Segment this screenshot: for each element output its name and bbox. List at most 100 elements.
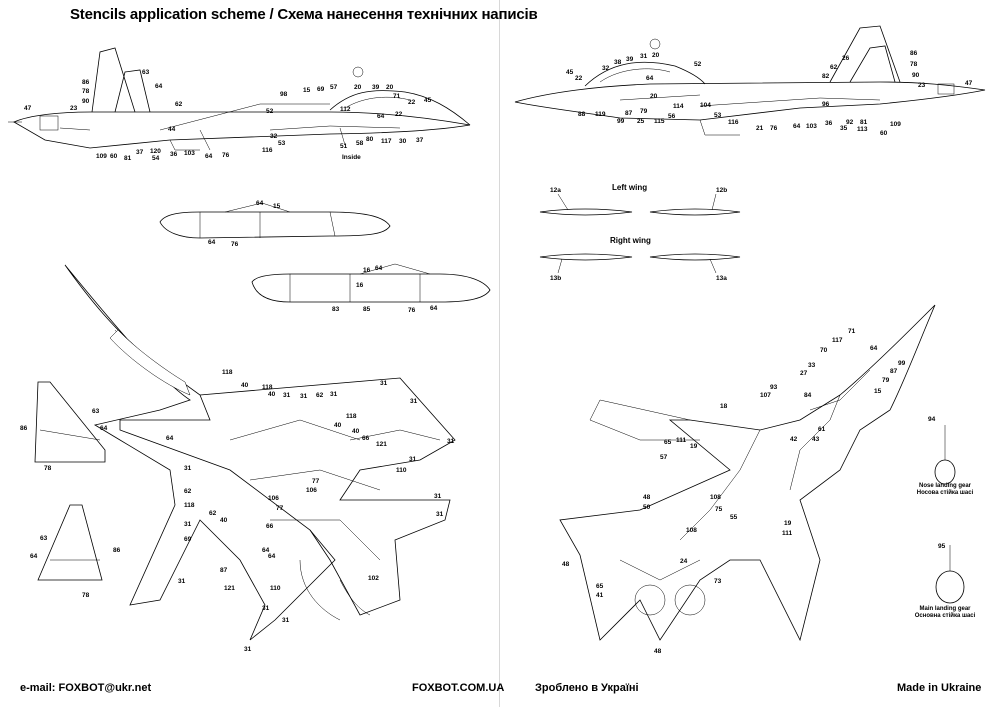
callout: 65 bbox=[664, 439, 672, 446]
callout: 42 bbox=[790, 436, 798, 443]
callout: 96 bbox=[822, 101, 830, 108]
callout: 82 bbox=[822, 73, 830, 80]
callout: 81 bbox=[124, 155, 132, 162]
callout: 83 bbox=[332, 306, 340, 313]
callout: 73 bbox=[714, 578, 722, 585]
callout: 31 bbox=[184, 521, 192, 528]
callout: 23 bbox=[70, 105, 78, 112]
callout: 52 bbox=[694, 61, 702, 68]
callout: 31 bbox=[410, 398, 418, 405]
callout: 57 bbox=[330, 84, 338, 91]
callout: 20 bbox=[650, 93, 658, 100]
callout: 50 bbox=[643, 504, 651, 511]
callout: 64 bbox=[166, 435, 174, 442]
callout: 58 bbox=[356, 140, 364, 147]
callout: 64 bbox=[155, 83, 163, 90]
callout: 78 bbox=[82, 88, 90, 95]
callout: 24 bbox=[680, 558, 688, 565]
callout: 64 bbox=[646, 75, 654, 82]
callout: 57 bbox=[660, 454, 668, 461]
callout: 113 bbox=[857, 126, 868, 133]
callout: 80 bbox=[366, 136, 374, 143]
bottom-view-planform bbox=[559, 304, 936, 642]
callout: 104 bbox=[700, 102, 711, 109]
callout: 60 bbox=[880, 130, 888, 137]
callout: 43 bbox=[812, 436, 820, 443]
callout: 87 bbox=[220, 567, 228, 574]
callout: 52 bbox=[266, 108, 274, 115]
callout: 69 bbox=[184, 536, 192, 543]
callout: 107 bbox=[760, 392, 771, 399]
callout: 31 bbox=[262, 605, 270, 612]
callout: 32 bbox=[602, 65, 610, 72]
callout: 13a bbox=[716, 275, 727, 282]
callout: 15 bbox=[273, 203, 281, 210]
callout: 64 bbox=[268, 553, 276, 560]
callout: 30 bbox=[399, 138, 407, 145]
callout: 110 bbox=[270, 585, 281, 592]
callout: 62 bbox=[830, 64, 838, 71]
footer-made-ukr: Зроблено в Україні bbox=[535, 682, 639, 694]
callout: 86 bbox=[910, 50, 918, 57]
callout: 90 bbox=[82, 98, 90, 105]
callouts-top-view: 118 40 118 40 31 31 62 31 31 118 40 40 6… bbox=[166, 369, 455, 653]
callout: 56 bbox=[668, 113, 676, 120]
callout: 65 bbox=[596, 583, 604, 590]
callout: 118 bbox=[184, 502, 195, 509]
callout: 35 bbox=[840, 125, 848, 132]
callout: 90 bbox=[912, 72, 920, 79]
callout: 86 bbox=[113, 547, 121, 554]
callout: 64 bbox=[256, 200, 264, 207]
callout: 20 bbox=[386, 84, 394, 91]
callout: 27 bbox=[800, 370, 808, 377]
callout: 45 bbox=[566, 69, 574, 76]
callout: 79 bbox=[882, 377, 890, 384]
callout: 118 bbox=[346, 413, 357, 420]
footer-made-en: Made in Ukraine bbox=[897, 682, 982, 694]
wing-profiles bbox=[539, 193, 741, 274]
callout: 41 bbox=[596, 592, 604, 599]
callout: 54 bbox=[152, 155, 160, 162]
callout: 109 bbox=[96, 153, 107, 160]
callout: 118 bbox=[222, 369, 233, 376]
callout: 40 bbox=[352, 428, 360, 435]
callout: 48 bbox=[643, 494, 651, 501]
callout: 95 bbox=[938, 543, 946, 550]
side-profile-right bbox=[514, 25, 986, 136]
page-title: Stencils application scheme / Схема нане… bbox=[70, 6, 538, 23]
callout: 31 bbox=[409, 456, 417, 463]
callout: 62 bbox=[316, 392, 324, 399]
callout: 64 bbox=[100, 425, 108, 432]
callout: 110 bbox=[396, 467, 407, 474]
callout: 98 bbox=[280, 91, 288, 98]
callout: 62 bbox=[184, 488, 192, 495]
main-gear-label-en: Main landing gear bbox=[919, 606, 971, 612]
callout: 84 bbox=[804, 392, 812, 399]
callout: 47 bbox=[965, 80, 973, 87]
callout: 76 bbox=[408, 307, 416, 314]
callout: 19 bbox=[690, 443, 698, 450]
callout: 61 bbox=[818, 426, 826, 433]
callout: 115 bbox=[654, 118, 665, 125]
callout: 88 bbox=[578, 111, 586, 118]
callout: 21 bbox=[756, 125, 764, 132]
callout: 31 bbox=[300, 393, 308, 400]
callout: 48 bbox=[654, 648, 662, 655]
callout: 119 bbox=[595, 111, 606, 118]
inside-label: Inside bbox=[342, 154, 361, 161]
callout: 71 bbox=[393, 93, 401, 100]
callout: 31 bbox=[380, 380, 388, 387]
callouts-left-side: 63 64 86 78 90 47 23 62 44 98 15 69 57 2… bbox=[24, 69, 432, 162]
callout: 22 bbox=[575, 75, 583, 82]
callout: 78 bbox=[82, 592, 90, 599]
callout: 87 bbox=[625, 110, 633, 117]
callout: 31 bbox=[184, 465, 192, 472]
top-view-planform bbox=[64, 264, 456, 641]
callout: 31 bbox=[283, 392, 291, 399]
callout: 94 bbox=[928, 416, 936, 423]
callout: 111 bbox=[676, 437, 687, 444]
callout: 77 bbox=[276, 505, 284, 512]
callout: 103 bbox=[184, 150, 195, 157]
callout: 93 bbox=[770, 384, 778, 391]
